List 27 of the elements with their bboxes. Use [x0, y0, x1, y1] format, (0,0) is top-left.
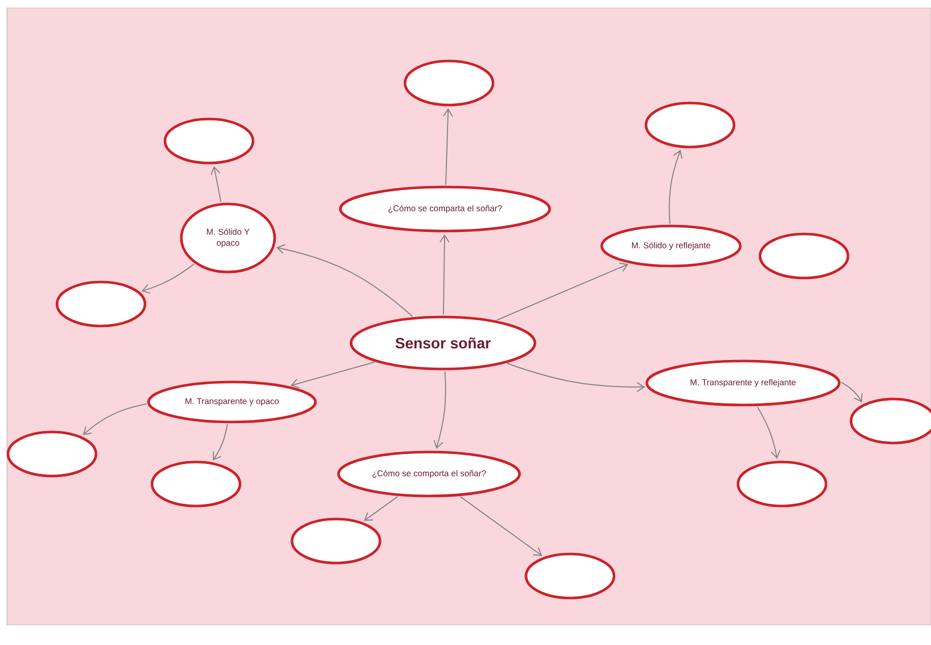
empty-ellipse [758, 232, 850, 280]
arrow [756, 406, 781, 459]
empty-ellipse [164, 118, 254, 164]
empty-ellipse [56, 280, 146, 328]
empty-ellipse [850, 398, 931, 444]
arrow [496, 262, 628, 321]
empty-ellipse [404, 60, 494, 106]
arrow [210, 166, 222, 203]
arrow [82, 403, 148, 435]
empty-ellipse [524, 552, 616, 600]
arrow [506, 362, 646, 392]
empty-ellipse [644, 102, 736, 148]
arrow [276, 244, 414, 317]
arrow [840, 382, 862, 402]
empty-ellipse [150, 460, 242, 508]
arrow [460, 496, 542, 556]
arrow [434, 370, 446, 449]
arrow [442, 108, 453, 186]
arrow [668, 150, 683, 224]
empty-ellipse [6, 430, 98, 478]
empty-ellipse [736, 460, 828, 508]
arrow [364, 496, 398, 521]
arrow [212, 424, 228, 460]
arrow [440, 234, 450, 316]
arrow [142, 264, 194, 294]
arrow [290, 362, 376, 388]
empty-ellipse [290, 518, 382, 564]
